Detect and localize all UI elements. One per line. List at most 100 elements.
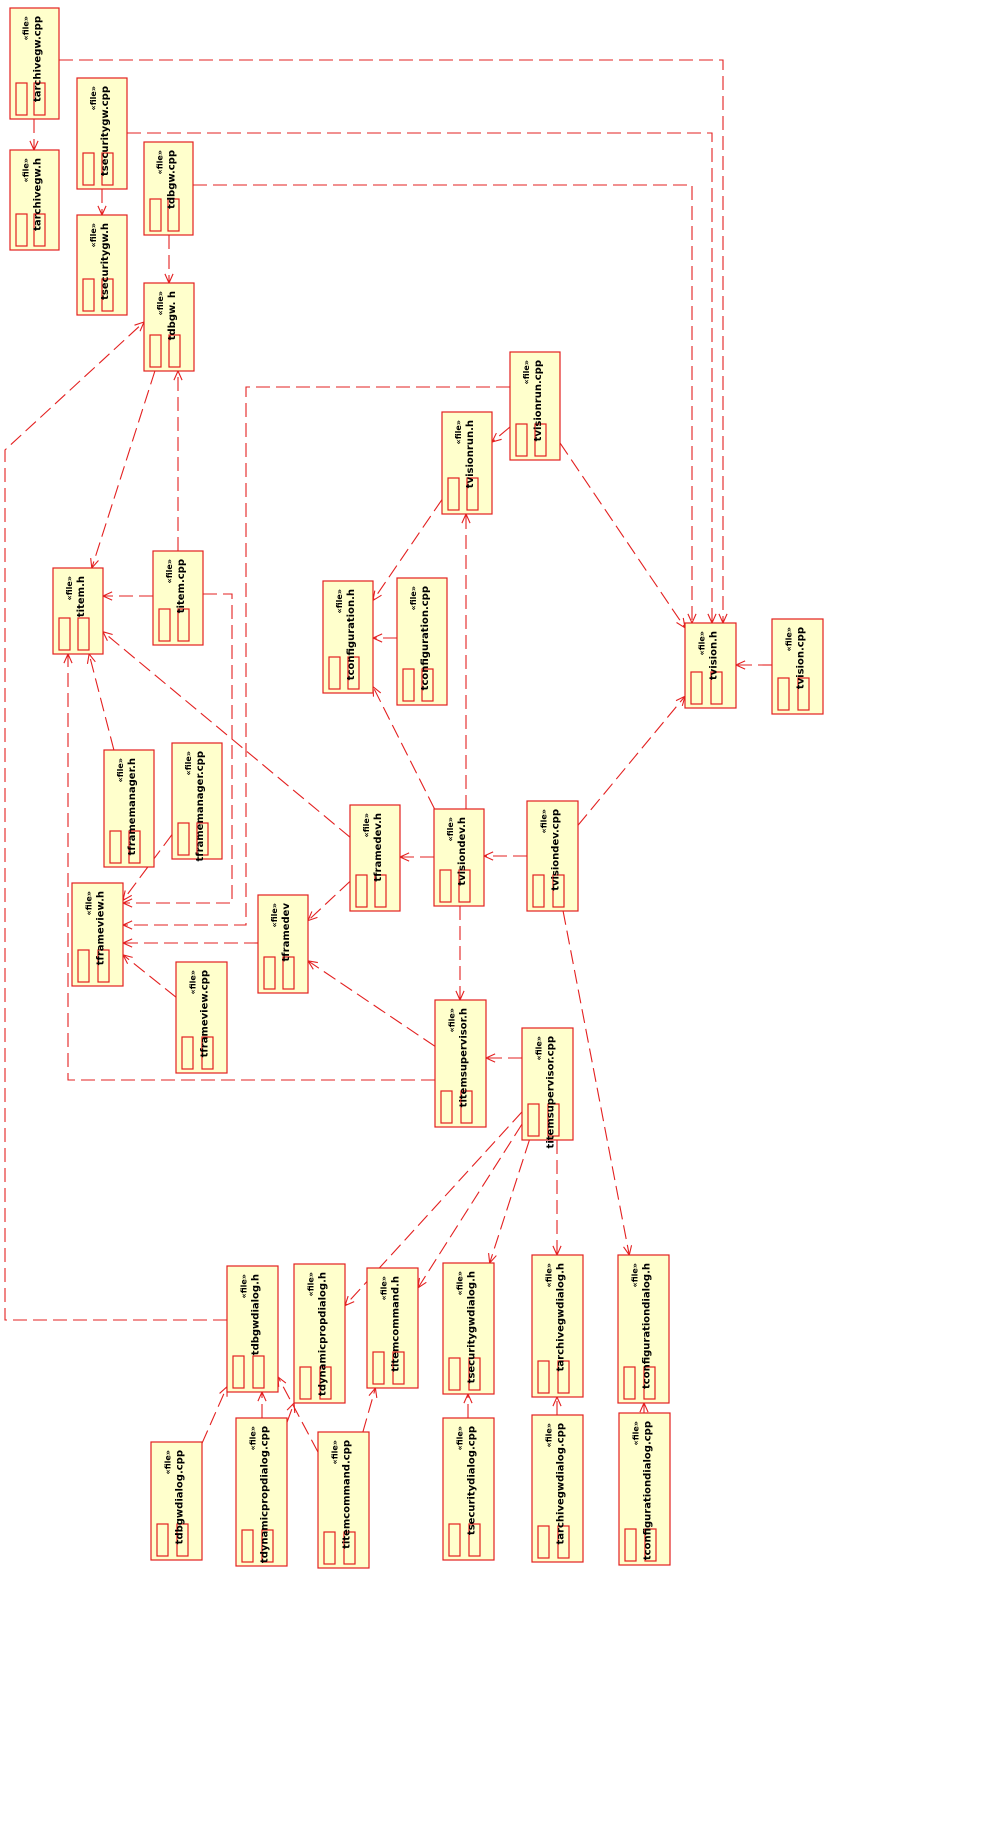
dependency-edge-tvisionrun_cpp-to-tvisionrun_h: [490, 426, 511, 443]
component-tab-icon: [458, 869, 471, 903]
component-tab-icon: [299, 1366, 312, 1400]
component-tab-icon: [177, 608, 190, 642]
file-node-tsecuritydialog_cpp[interactable]: «file»tsecuritydialog.cpp: [442, 1417, 495, 1561]
file-node-titem_h[interactable]: «file»titem.h: [52, 567, 104, 655]
file-node-tsecuritygw_cpp[interactable]: «file»tsecuritygw.cpp: [76, 77, 128, 190]
component-tab-icon: [515, 423, 528, 457]
file-node-tarchivegw_h[interactable]: «file»tarchivegw.h: [9, 149, 60, 251]
file-node-tframemanager_h[interactable]: «file»tframemanager.h: [103, 749, 155, 868]
file-node-box: [71, 882, 124, 987]
file-node-tframedev_h[interactable]: «file»tframedev.h: [349, 804, 401, 912]
dependency-edge-tsecuritygw_cpp-to-tsecuritygw_h: [97, 189, 107, 217]
arrowhead-icon: [277, 1375, 287, 1387]
dependency-edge-tframedev-to-tframeview_h: [121, 938, 258, 948]
component-tab-icon: [181, 1036, 194, 1070]
dependency-line: [362, 1387, 376, 1433]
component-tab-icon: [58, 617, 71, 651]
file-stereotype: «file»: [456, 1426, 465, 1450]
file-node-tarchivegwdialog_cpp[interactable]: «file»tarchivegwdialog.cpp: [531, 1414, 584, 1563]
file-node-tdbgw_cpp[interactable]: «file»tdbgw.cpp: [143, 141, 194, 236]
file-node-tframedev[interactable]: «file»tframedev: [257, 894, 309, 994]
dependency-edge-titemcommand_cpp-to-titemcommand_h: [362, 1386, 378, 1433]
file-node-titemcommand_cpp[interactable]: «file»titemcommand.cpp: [317, 1431, 370, 1569]
file-node-tvision_cpp[interactable]: «file»tvision.cpp: [771, 618, 824, 715]
file-node-tvisionrun_cpp[interactable]: «file»tvisionrun.cpp: [509, 351, 561, 461]
component-tab-icon: [439, 869, 452, 903]
file-node-tdynamicpropdialog_h[interactable]: «file»tdynamicpropdialog.h: [293, 1263, 346, 1404]
component-tab-icon: [82, 152, 95, 186]
component-tab-icon: [552, 874, 565, 908]
file-node-tdynamicpropdialog_cpp[interactable]: «file»tdynamicpropdialog.cpp: [235, 1417, 288, 1567]
file-node-tframeview_h[interactable]: «file»tframeview.h: [71, 882, 124, 987]
file-name: tframeview.cpp: [200, 970, 211, 1057]
component-tab-icon: [690, 671, 703, 705]
file-stereotype: «file»: [785, 627, 794, 651]
component-tab-icon: [15, 213, 28, 247]
component-tab-icon: [282, 956, 295, 990]
file-stereotype: «file»: [545, 1423, 554, 1447]
component-tab-icon: [101, 152, 114, 186]
file-stereotype: «file»: [116, 758, 125, 782]
file-node-tframeview_cpp[interactable]: «file»tframeview.cpp: [175, 961, 228, 1074]
file-node-tconfiguration_h[interactable]: «file»tconfiguration.h: [322, 580, 374, 694]
component-tab-icon: [201, 1036, 214, 1070]
file-name: tconfiguration.cpp: [420, 586, 431, 690]
dependency-edge-tdynamicpropdialog_cpp-to-tdbgwdialog_h: [257, 1390, 267, 1418]
file-node-titemsupervisor_h[interactable]: «file»titemsupervisor.h: [434, 999, 487, 1128]
component-tab-icon: [232, 1355, 245, 1389]
file-node-tframemanager_cpp[interactable]: «file»tframemanager.cpp: [171, 742, 223, 862]
component-tab-icon: [158, 608, 171, 642]
file-node-titemcommand_h[interactable]: «file»titemcommand.h: [366, 1267, 419, 1389]
file-node-tarchivegw_cpp[interactable]: «file»tarchivegw.cpp: [9, 7, 60, 120]
file-name: tarchivegw.cpp: [33, 16, 44, 102]
file-name: tvision.h: [709, 631, 720, 680]
file-name: tdbgw.cpp: [167, 150, 178, 209]
file-node-tsecuritygwdialog_h[interactable]: «file»tsecuritygwdialog.h: [442, 1262, 495, 1395]
dependency-line: [307, 960, 436, 1047]
dependency-edge-tvisiondev_cpp-to-tvision_h: [577, 695, 686, 826]
file-node-titemsupervisor_cpp[interactable]: «file»titemsupervisor.cpp: [521, 1027, 574, 1148]
file-node-tdbgwdialog_h[interactable]: «file»tdbgwdialog.h: [226, 1265, 279, 1393]
file-node-tarchivegwdialog_h[interactable]: «file»tarchivegwdialog.h: [531, 1254, 584, 1398]
component-tab-icon: [534, 423, 547, 457]
dependency-line: [122, 954, 177, 998]
file-node-tconfigurationdialog_cpp[interactable]: «file»tconfigurationdialog.cpp: [618, 1412, 671, 1566]
dependency-line: [59, 59, 724, 623]
file-name: tframedev: [281, 903, 292, 962]
file-node-tvisiondev_cpp[interactable]: «file»tvisiondev.cpp: [526, 800, 579, 912]
file-stereotype: «file»: [456, 1271, 465, 1295]
file-node-titem_cpp[interactable]: «file»titem.cpp: [152, 550, 204, 646]
file-name: tarchivegw.h: [33, 158, 44, 231]
arrowhead-icon: [90, 558, 99, 570]
file-node-tvisionrun_h[interactable]: «file»tvisionrun.h: [441, 411, 493, 515]
component-tab-icon: [149, 198, 162, 232]
file-node-tvisiondev_h[interactable]: «file»tvisiondev.h: [433, 808, 485, 907]
component-tab-icon: [557, 1525, 570, 1559]
component-tab-icon: [196, 822, 209, 856]
file-stereotype: «file»: [535, 1036, 544, 1060]
component-tab-icon: [468, 1523, 481, 1557]
file-name: tsecuritygw.h: [100, 223, 111, 300]
file-name: tarchivegwdialog.h: [556, 1263, 567, 1371]
file-node-tconfigurationdialog_h[interactable]: «file»tconfigurationdialog.h: [617, 1254, 670, 1404]
dependency-edge-tvisionrun_cpp-to-tvision_h: [559, 442, 686, 629]
dependency-edge-tarchivegwdialog_cpp-to-tarchivegwdialog_h: [552, 1395, 562, 1415]
component-tab-icon: [15, 82, 28, 116]
file-stereotype: «file»: [362, 813, 371, 837]
file-stereotype: «file»: [545, 1263, 554, 1287]
arrowhead-icon: [417, 1277, 427, 1289]
dependency-line: [372, 499, 443, 601]
component-tab-icon: [421, 668, 434, 702]
component-tab-icon: [156, 1523, 169, 1557]
file-node-tsecuritygw_h[interactable]: «file»tsecuritygw.h: [76, 214, 128, 316]
component-tab-icon: [527, 1103, 540, 1137]
dependency-edge-tdbgw_h-to-titem_h: [90, 370, 156, 570]
file-stereotype: «file»: [307, 1272, 316, 1296]
file-node-tconfiguration_cpp[interactable]: «file»tconfiguration.cpp: [396, 577, 448, 706]
file-stereotype: «file»: [331, 1440, 340, 1464]
component-tab-icon: [149, 334, 162, 368]
file-node-tdbgwdialog_cpp[interactable]: «file»tdbgwdialog.cpp: [150, 1441, 203, 1561]
dependency-edge-tvisiondev_h-to-titemsupervisor_h: [455, 906, 465, 1002]
file-node-tdbgw_h[interactable]: «file»tdbgw. h: [143, 282, 195, 372]
file-node-tvision_h[interactable]: «file»tvision.h: [684, 622, 737, 709]
